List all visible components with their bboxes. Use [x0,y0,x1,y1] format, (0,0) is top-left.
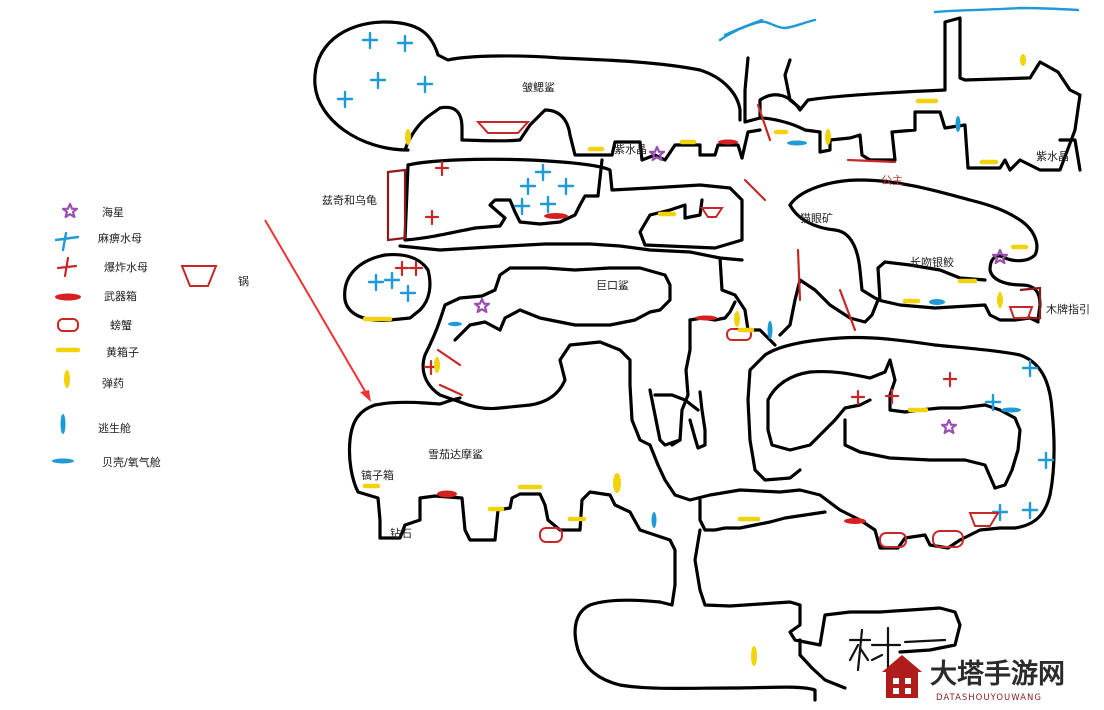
legend-label: 海星 [102,205,124,219]
weapon-box-icon [55,293,81,301]
label-pickaxe-box: 镐子箱 [361,468,394,482]
ammo-markers [405,54,1026,666]
legend-label: 弹药 [102,376,124,390]
legend-label: 武器箱 [104,289,137,303]
legend-label: 螃蟹 [110,318,132,332]
label-megamouth-shark: 巨口鲨 [596,279,629,292]
legend-label: 黄箱子 [106,345,139,359]
legend-label: 贝壳/氧气舱 [102,455,161,469]
explosive-jellyfish-markers [394,160,958,406]
label-wood-sign: 木牌指引 [1046,302,1090,316]
watermark-title: 大塔手游网 [930,659,1065,690]
pot-icon [180,265,218,287]
red-arrow [264,219,371,402]
label-purple-crystal: 紫水晶 [614,143,647,156]
watermark-subtitle: DATASHOUYOUWANG [936,693,1042,703]
door-markers [386,103,1042,397]
jellyfish-icon [54,231,80,252]
starfish-icon [61,202,79,219]
label-frilled-shark: 皱鳃鲨 [522,80,555,94]
label-zizi-turtle: 兹奇和乌龟 [322,193,377,207]
label-cigar-shark: 雪茄达摩鲨 [428,447,483,461]
crab-icon [57,318,79,332]
legend: 海星 麻痹水母 爆炸水母 武器箱 螃蟹 黄箱子 弹药 逃生舱 贝壳/氧气舱 锅 [52,202,249,469]
map-labels: 皱鳃鲨 紫水晶 紫水晶 公主 兹奇和乌龟 猫眼矿 巨口鲨 长吻银鲛 木牌指引 雪… [322,80,1090,540]
label-diamond: 钻石 [390,526,412,540]
shell-oxygen-markers [448,140,1021,413]
shell-oxygen-icon [52,458,74,464]
legend-label: 逃生舱 [98,421,131,435]
label-princess: 公主 [881,174,903,187]
water-scribbles [718,6,1080,42]
legend-label: 麻痹水母 [98,231,142,245]
label-catseye-mine: 猫眼矿 [800,212,833,225]
legend-label: 锅 [238,275,249,288]
yellow-box-markers [362,98,1029,522]
escape-pod-markers [651,116,961,528]
ammo-icon [64,370,70,388]
escape-pod-icon [60,414,66,434]
watermark-logo: 大塔手游网 DATASHOUYOUWANG [882,655,1065,703]
explosive-jellyfish-icon [56,256,78,278]
weapon-box-markers [437,139,866,524]
cave-walls [313,16,1082,702]
label-longnose-shark: 长吻银鲛 [910,255,954,269]
label-purple-crystal: 紫水晶 [1036,150,1069,163]
legend-label: 爆炸水母 [104,260,148,274]
crab-markers [475,121,1034,548]
